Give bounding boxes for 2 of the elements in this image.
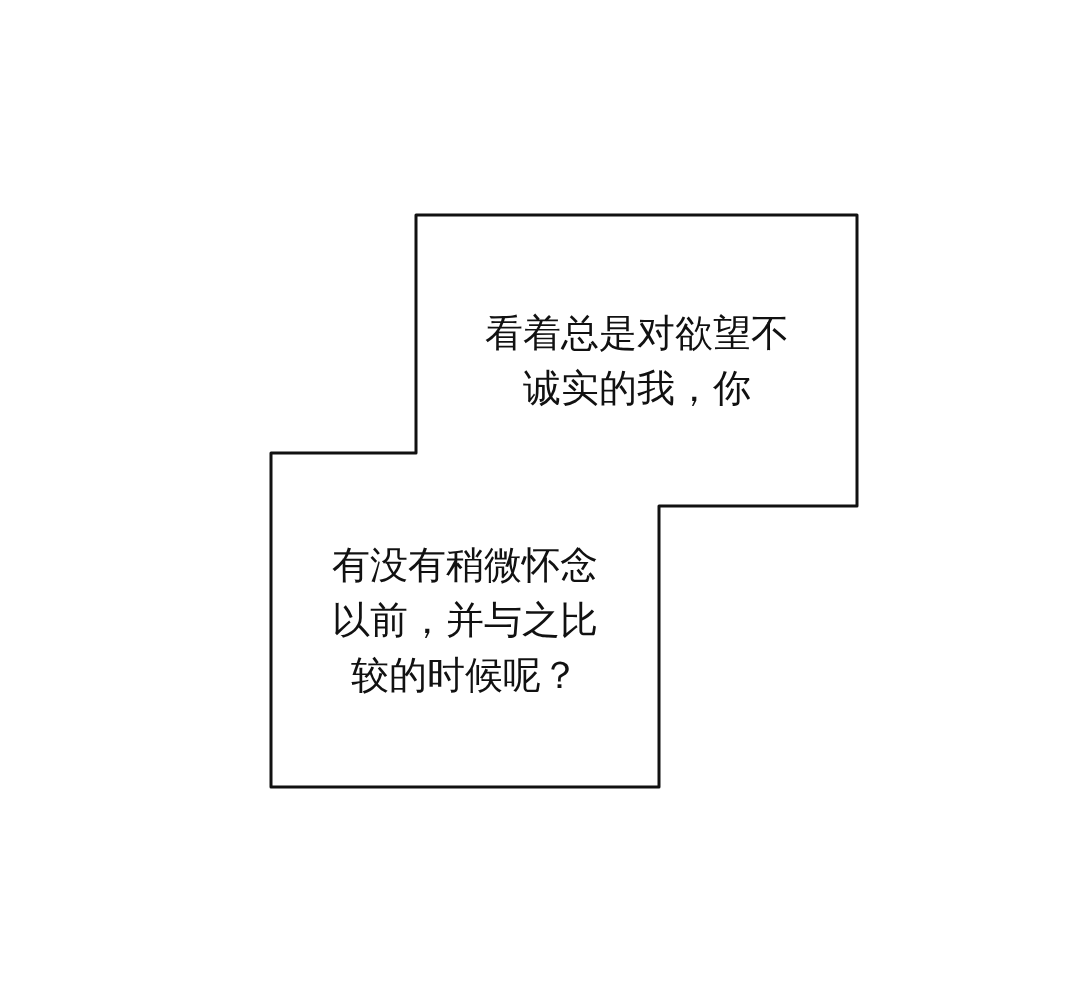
dialogue-text: 看着总是对欲望不诚实的我，你 (483, 309, 790, 412)
dialogue-text: 有没有稍微怀念以前，并与之比较的时候呢？ (331, 541, 599, 699)
